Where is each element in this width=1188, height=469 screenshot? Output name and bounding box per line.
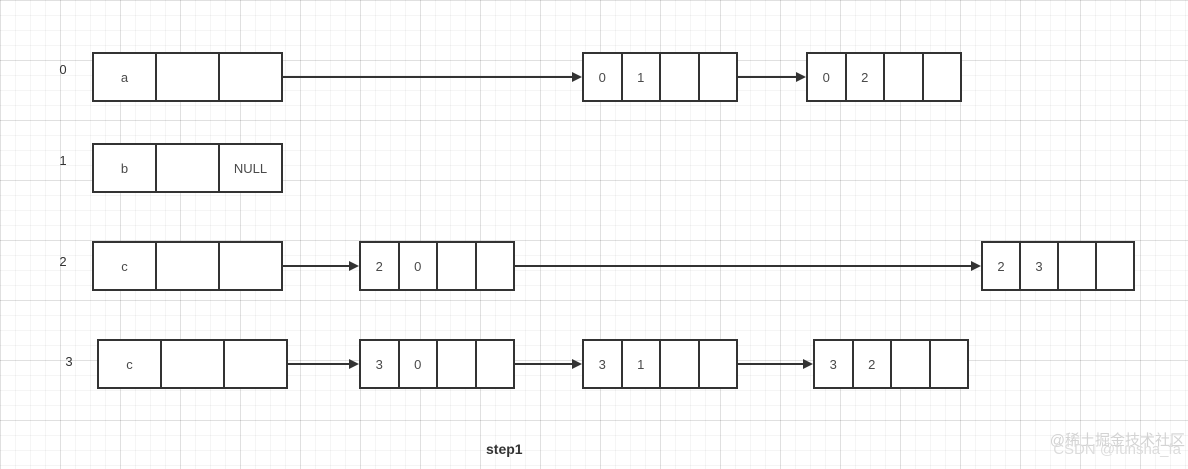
head-cell bbox=[160, 341, 223, 387]
node-cell: 0 bbox=[397, 341, 437, 387]
arrow-right-icon bbox=[738, 358, 813, 370]
node-box-2-0: 2 0 bbox=[359, 241, 515, 291]
arrow-right-icon bbox=[515, 260, 981, 272]
head-box-0: a bbox=[92, 52, 283, 102]
node-box-0-1: 0 2 bbox=[806, 52, 962, 102]
node-cell: 3 bbox=[1019, 243, 1057, 289]
node-box-3-2: 3 2 bbox=[813, 339, 969, 389]
node-cell: 3 bbox=[375, 356, 383, 372]
node-cell bbox=[883, 54, 922, 100]
node-cell: 1 bbox=[620, 341, 660, 387]
node-cell: 1 bbox=[620, 54, 660, 100]
node-cell bbox=[1095, 243, 1133, 289]
arrow-right-icon bbox=[288, 358, 359, 370]
node-cell: 0 bbox=[397, 243, 437, 289]
node-cell: 2 bbox=[375, 258, 383, 274]
row-index-label-0: 0 bbox=[59, 62, 67, 77]
node-cell bbox=[436, 243, 475, 289]
juejin-watermark: @稀土掘金技术社区 bbox=[1049, 432, 1185, 449]
head-cell bbox=[155, 243, 218, 289]
node-box-3-0: 3 0 bbox=[359, 339, 515, 389]
node-box-3-1: 3 1 bbox=[582, 339, 738, 389]
node-cell bbox=[697, 54, 737, 100]
step-caption: step1 bbox=[486, 441, 523, 457]
head-box-3: c bbox=[97, 339, 288, 389]
node-cell bbox=[659, 341, 698, 387]
head-box-2: c bbox=[92, 241, 283, 291]
node-cell bbox=[436, 341, 475, 387]
row-index-label-3: 3 bbox=[65, 354, 73, 369]
node-cell bbox=[921, 54, 961, 100]
head-cell: c bbox=[126, 356, 133, 372]
arrow-right-icon bbox=[515, 358, 582, 370]
node-cell: 2 bbox=[997, 258, 1005, 274]
row-index-label-2: 2 bbox=[59, 254, 67, 269]
arrow-right-icon bbox=[283, 260, 359, 272]
node-cell bbox=[1057, 243, 1095, 289]
node-cell: 0 bbox=[822, 69, 830, 85]
head-cell: NULL bbox=[218, 145, 281, 191]
head-cell bbox=[218, 54, 281, 100]
node-cell: 3 bbox=[829, 356, 837, 372]
head-cell bbox=[155, 145, 218, 191]
node-cell: 2 bbox=[851, 341, 891, 387]
head-cell bbox=[155, 54, 218, 100]
node-cell: 3 bbox=[598, 356, 606, 372]
node-cell bbox=[474, 341, 514, 387]
arrow-right-icon bbox=[738, 71, 806, 83]
node-cell: 0 bbox=[598, 69, 606, 85]
node-cell: 2 bbox=[844, 54, 884, 100]
node-box-2-1: 2 3 bbox=[981, 241, 1135, 291]
node-cell bbox=[928, 341, 968, 387]
node-box-0-0: 0 1 bbox=[582, 52, 738, 102]
head-cell: b bbox=[120, 160, 129, 176]
head-box-1: b NULL bbox=[92, 143, 283, 193]
csdn-watermark: CSDN @funsha_fa bbox=[1053, 441, 1181, 458]
node-cell bbox=[697, 341, 737, 387]
node-cell bbox=[659, 54, 698, 100]
head-cell bbox=[223, 341, 286, 387]
node-cell bbox=[890, 341, 929, 387]
arrow-right-icon bbox=[283, 71, 582, 83]
head-cell: c bbox=[121, 258, 128, 274]
head-cell bbox=[218, 243, 281, 289]
head-cell: a bbox=[120, 69, 129, 85]
node-cell bbox=[474, 243, 514, 289]
row-index-label-1: 1 bbox=[59, 153, 67, 168]
